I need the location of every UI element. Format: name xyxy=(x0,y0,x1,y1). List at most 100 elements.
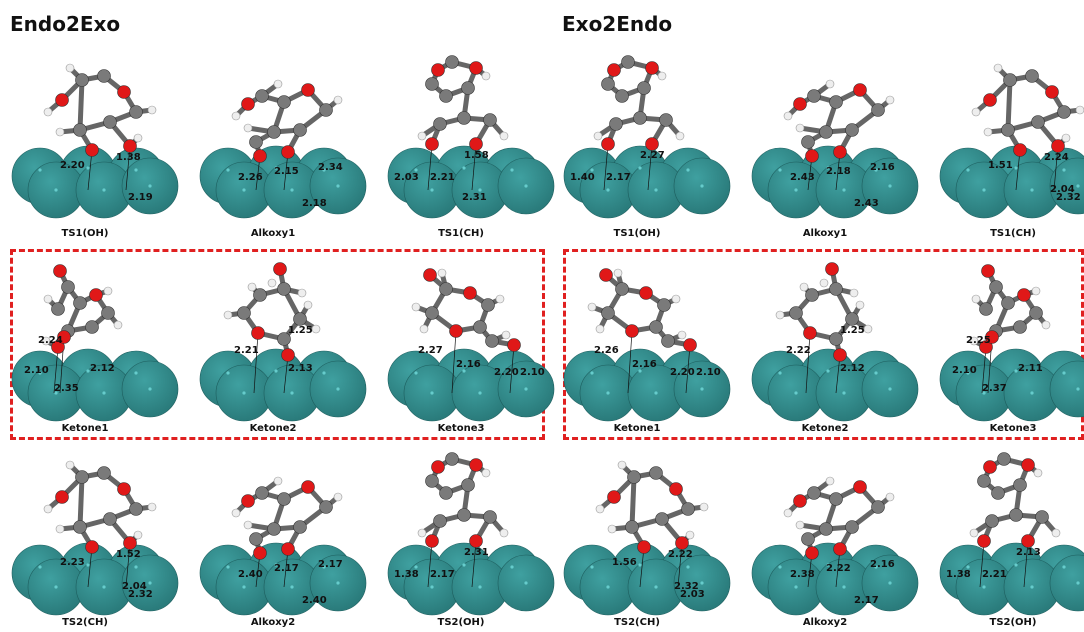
carbon-atom xyxy=(845,520,859,534)
carbon-atom xyxy=(1001,296,1015,310)
metal-atom-center xyxy=(478,188,482,192)
hydrogen-atom xyxy=(885,492,895,502)
metal-atom-center xyxy=(524,581,528,585)
bond-distance-label: 2.13 xyxy=(288,363,313,374)
bond-distance-label: 2.32 xyxy=(128,589,153,600)
carbon-atom xyxy=(649,466,663,480)
bond-distance-label: 2.22 xyxy=(826,563,851,574)
bond-distance-label: 1.51 xyxy=(988,160,1013,171)
carbon-atom xyxy=(807,486,821,500)
carbon-atom xyxy=(237,306,251,320)
oxygen-atom xyxy=(833,348,847,362)
oxygen-atom xyxy=(85,143,99,157)
metal-atom-center xyxy=(874,168,878,172)
metal-atom-center xyxy=(842,188,846,192)
bond-distance-label: 2.20 xyxy=(494,367,519,378)
bond-distance-label: 2.18 xyxy=(302,198,327,209)
carbon-atom xyxy=(481,298,495,312)
surface-bond-line xyxy=(471,143,477,191)
hydrogen-atom xyxy=(1041,320,1051,330)
hydrogen-atom xyxy=(783,111,793,121)
hydrogen-atom xyxy=(55,127,65,137)
oxygen-atom xyxy=(981,264,995,278)
hydrogen-atom xyxy=(783,508,793,518)
surface-bond-line xyxy=(471,540,477,588)
surface-bond-line xyxy=(125,145,131,191)
surface-bond-line xyxy=(427,143,433,191)
carbon-atom xyxy=(277,95,291,109)
metal-atom-center xyxy=(134,371,138,375)
bond-distance-label: 2.12 xyxy=(90,363,115,374)
carbon-atom xyxy=(633,111,647,125)
structure-label: TS2(OH) xyxy=(989,617,1037,628)
carbon-atom xyxy=(637,81,651,95)
metal-atom-center xyxy=(290,188,294,192)
hydrogen-atom xyxy=(43,504,53,514)
bond-distance-label: 1.56 xyxy=(612,557,637,568)
structure-label: TS2(CH) xyxy=(614,617,660,628)
carbon-atom xyxy=(439,89,453,103)
metal-atom-center xyxy=(102,188,106,192)
bond xyxy=(629,474,637,530)
carbon-atom xyxy=(621,55,635,69)
bond-distance-label: 2.32 xyxy=(1056,192,1081,203)
oxygen-atom xyxy=(425,137,439,151)
bond-distance-label: 2.20 xyxy=(670,367,695,378)
hydrogen-atom xyxy=(297,288,307,298)
metal-atom-center xyxy=(524,184,528,188)
carbon-atom xyxy=(1013,478,1027,492)
metal-atom-center xyxy=(686,565,690,569)
oxygen-atom xyxy=(273,262,287,276)
carbon-atom xyxy=(615,89,629,103)
carbon-atom xyxy=(659,113,673,127)
carbon-atom xyxy=(1001,123,1015,137)
metal-atom xyxy=(1049,554,1084,612)
bond-distance-label: 2.40 xyxy=(302,595,327,606)
metal-atom-center xyxy=(462,369,466,373)
bond-distance-label: 2.13 xyxy=(1016,547,1041,558)
oxygen-atom xyxy=(241,97,255,111)
structure-label: Alkoxy2 xyxy=(802,617,848,628)
molecule-diagram: 2.231.522.322.04 xyxy=(11,460,179,616)
hydrogen-atom xyxy=(501,330,511,340)
surface-bond-line xyxy=(685,344,691,394)
structure-label: TS1(OH) xyxy=(61,228,109,239)
carbon-atom xyxy=(829,95,843,109)
hydrogen-atom xyxy=(133,133,143,143)
carbon-atom xyxy=(807,89,821,103)
bond-distance-label: 2.16 xyxy=(870,162,895,173)
hydrogen-atom xyxy=(685,530,695,540)
ketone-highlight-box-right xyxy=(563,249,1084,440)
metal-atom-center xyxy=(86,166,90,170)
oxygen-atom xyxy=(469,61,483,75)
oxygen-atom xyxy=(123,139,137,153)
hydrogen-atom xyxy=(699,502,709,512)
bond-distance-label: 2.03 xyxy=(680,589,705,600)
surface-bond-line xyxy=(979,540,985,588)
metal-atom-center xyxy=(654,391,658,395)
bond-distance-label: 1.40 xyxy=(570,172,595,183)
hydrogen-atom xyxy=(593,131,603,141)
oxygen-atom xyxy=(805,546,819,560)
carbon-atom xyxy=(73,296,87,310)
hydrogen-atom xyxy=(969,336,979,346)
hydrogen-atom xyxy=(147,105,157,115)
metal-atom-center xyxy=(778,168,782,172)
hydrogen-atom xyxy=(303,300,313,310)
metal-atom-center xyxy=(966,168,970,172)
metal-atom-center xyxy=(524,387,528,391)
carbon-atom xyxy=(1029,306,1043,320)
oxygen-atom xyxy=(431,460,445,474)
surface-bond-line xyxy=(1023,540,1029,588)
surface-bond-line xyxy=(125,542,131,588)
bond-distance-label: 2.21 xyxy=(982,569,1007,580)
